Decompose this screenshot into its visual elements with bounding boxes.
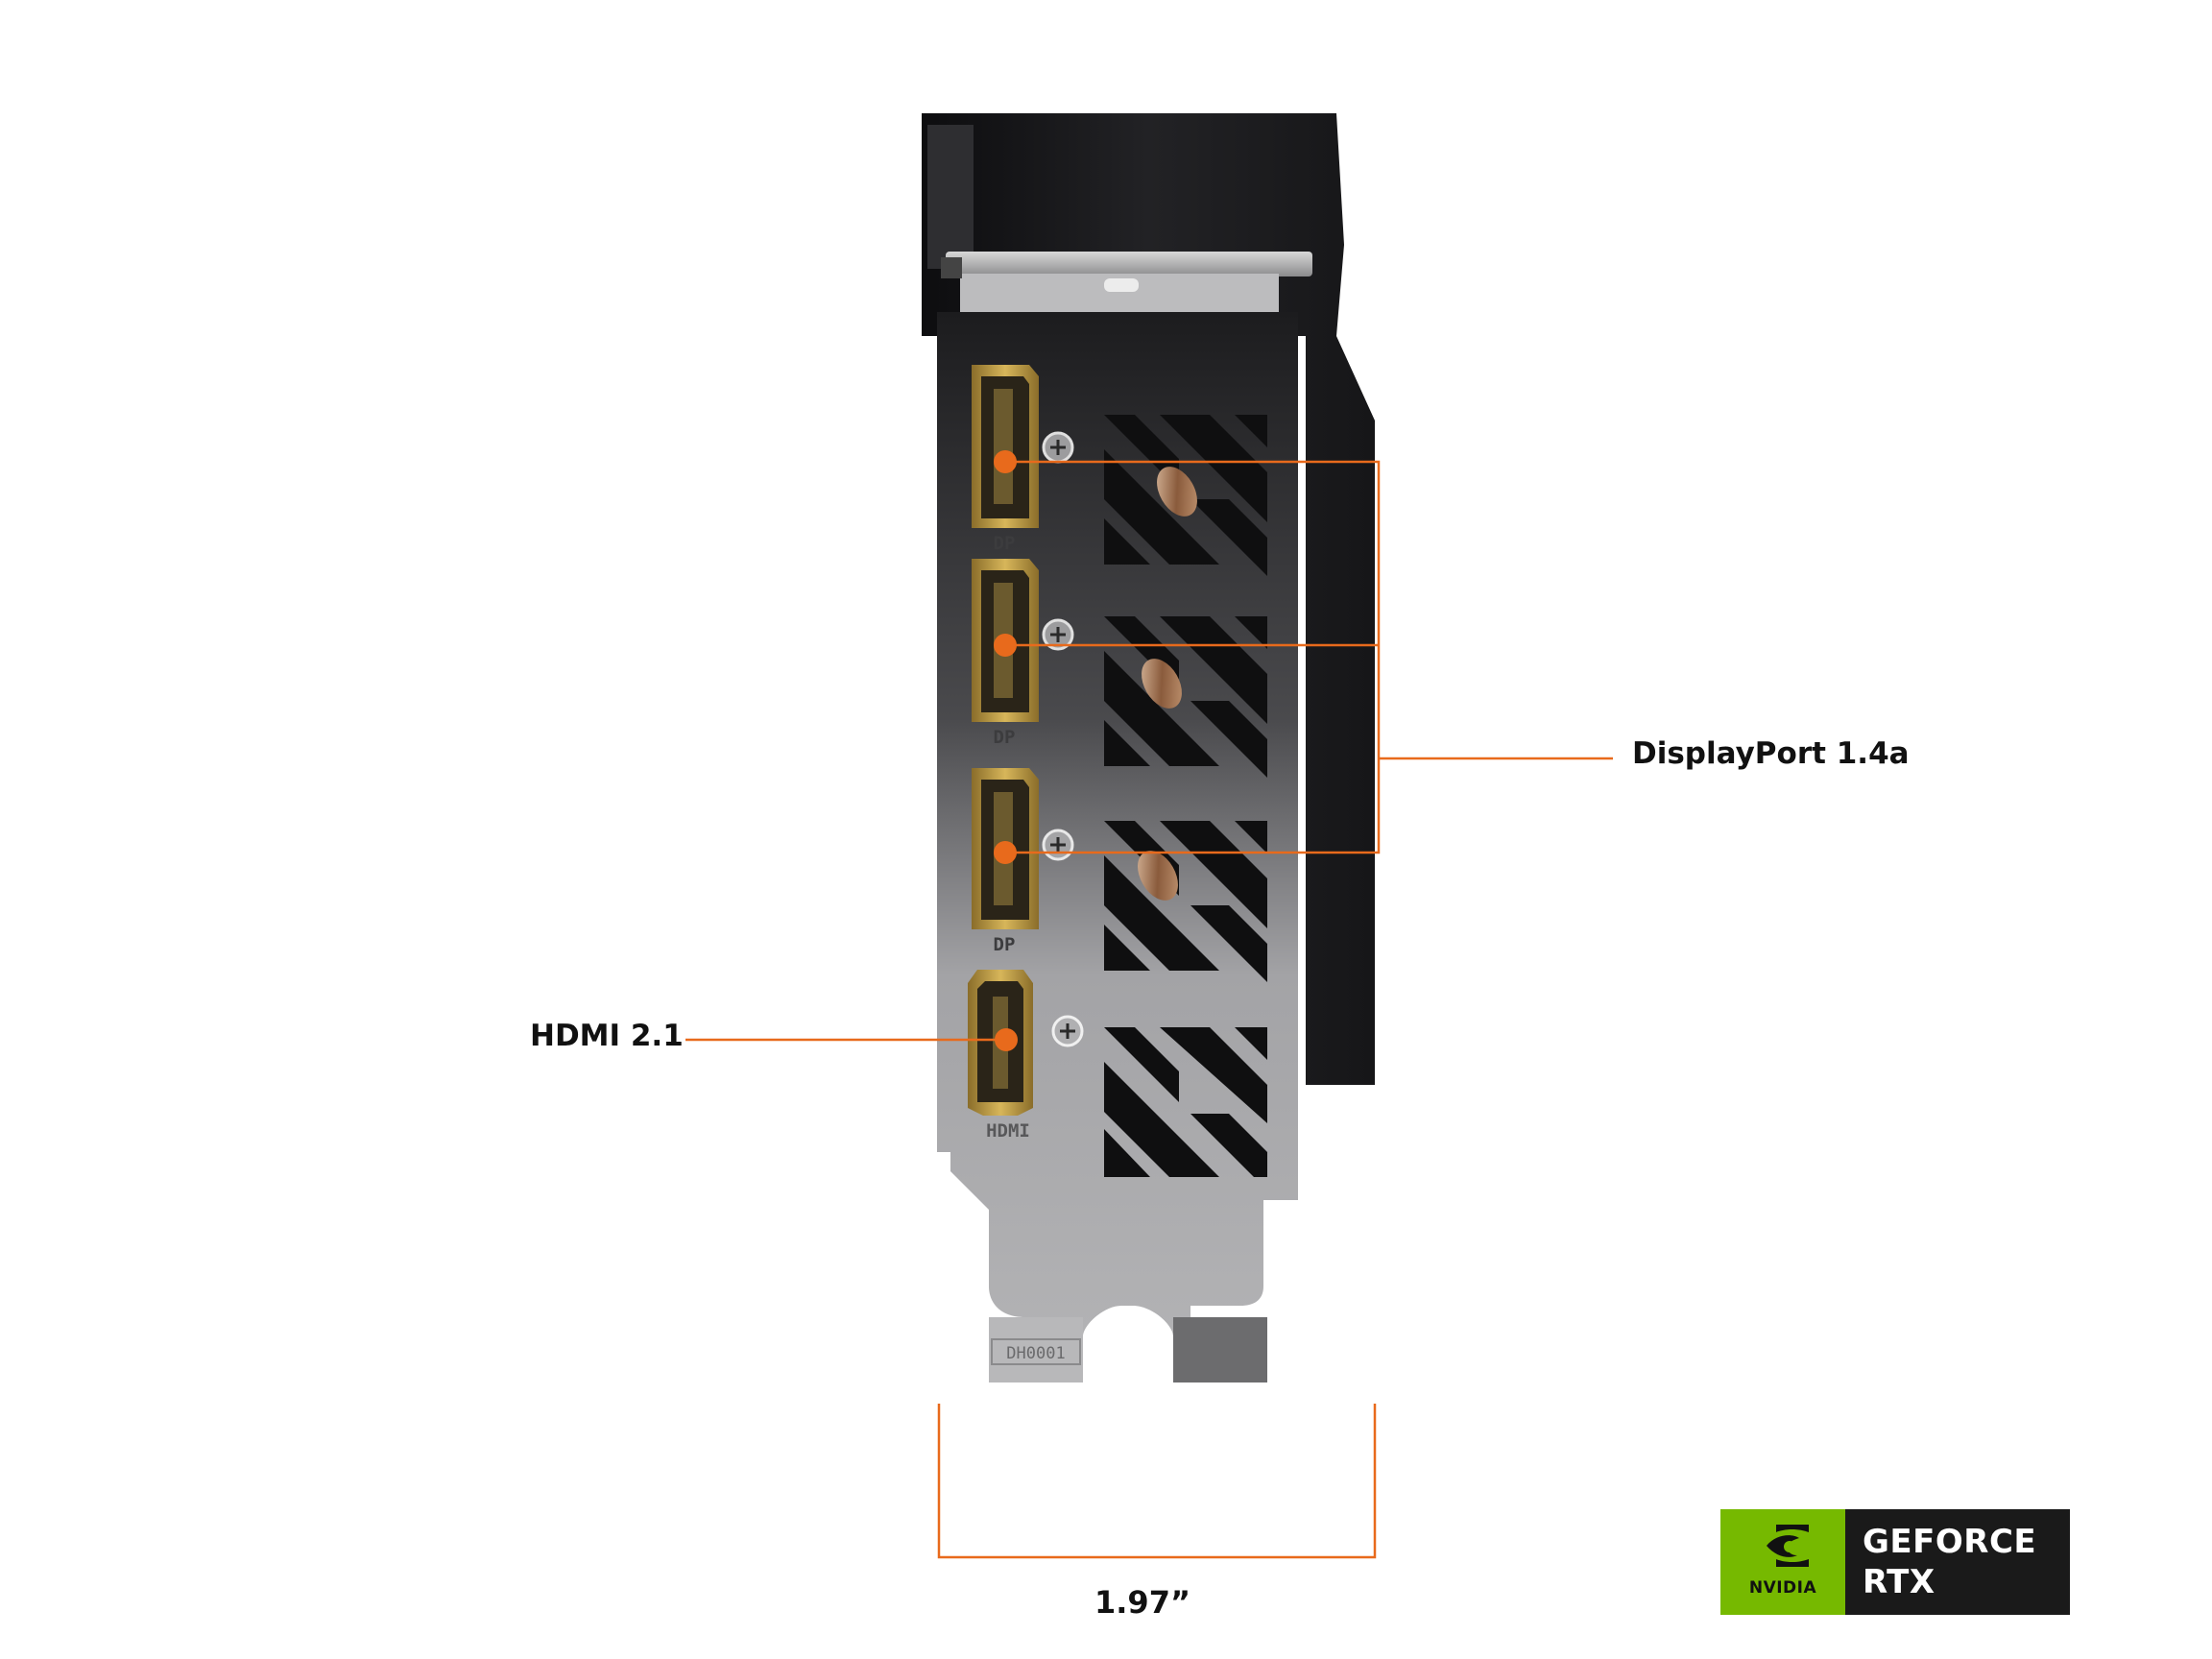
displayport-bracket-line [1005, 460, 1381, 854]
nvidia-geforce-rtx-badge: NVIDIA GEFORCE RTX [1720, 1509, 2070, 1615]
screw-icon [1042, 618, 1074, 651]
hdmi-marking: HDMI [986, 1120, 1030, 1142]
bracket-width-label: 1.97” [1094, 1584, 1190, 1621]
dp-marking: DP [994, 533, 1016, 554]
bracket-top-tab [941, 252, 1312, 312]
dp-marking: DP [994, 727, 1016, 748]
width-dimension-line [937, 1404, 1377, 1559]
displayport-1: DP [972, 365, 1039, 554]
displayport-label: DisplayPort 1.4a [1632, 736, 1910, 771]
screw-icon [1051, 1015, 1084, 1047]
nvidia-logo-panel: NVIDIA [1720, 1509, 1845, 1615]
geforce-rtx-panel: GEFORCE RTX [1845, 1509, 2070, 1615]
rtx-text: RTX [1863, 1563, 1936, 1601]
bracket-code: DH0001 [1006, 1344, 1065, 1363]
callout-dots [994, 450, 1018, 1051]
screw-icon [1042, 431, 1074, 464]
screw-icon [1042, 829, 1074, 861]
vent-slots [1104, 415, 1267, 1177]
nvidia-wordmark: NVIDIA [1748, 1578, 1817, 1598]
geforce-text: GEFORCE [1863, 1523, 2037, 1561]
nvidia-eye-icon [1759, 1525, 1809, 1567]
dp-marking: DP [994, 934, 1016, 955]
callout-lines [685, 460, 1613, 1559]
hdmi-label: HDMI 2.1 [530, 1019, 684, 1053]
heatpipes [1138, 467, 1197, 901]
